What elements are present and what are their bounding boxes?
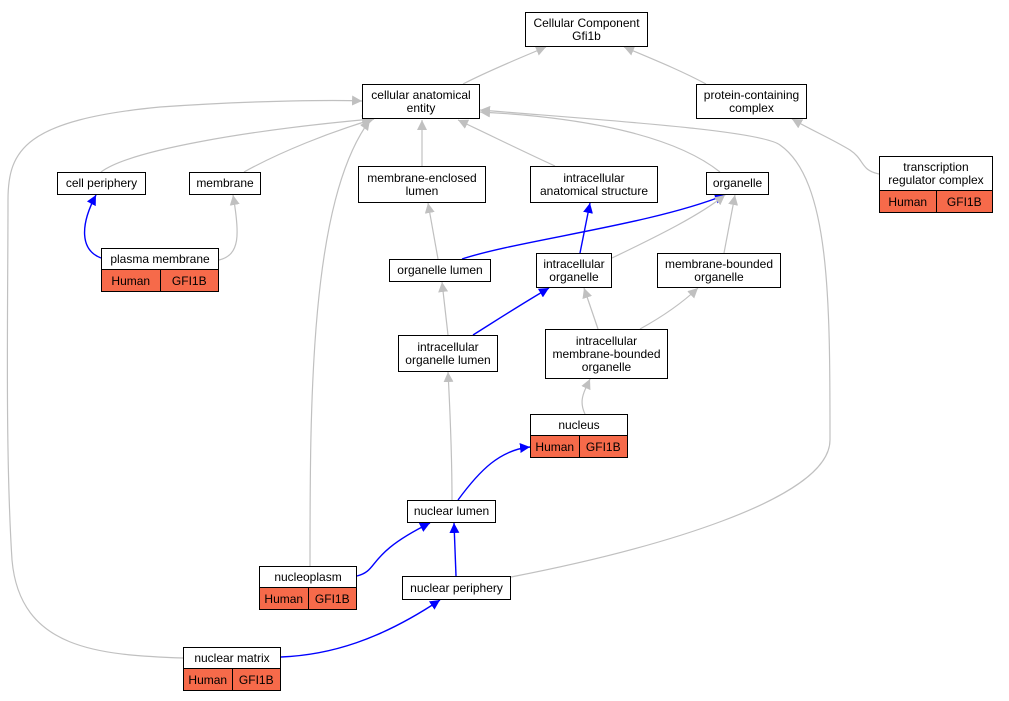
species-tag[interactable]: Human — [535, 439, 575, 454]
node-label[interactable]: transcription regulator complex — [879, 156, 993, 191]
node-nuclear-lumen[interactable]: nuclear lumen — [407, 500, 496, 523]
node-nuclear-periphery[interactable]: nuclear periphery — [402, 576, 511, 600]
node-label[interactable]: nuclear matrix — [183, 647, 281, 669]
node-cellular-anatomical-entity[interactable]: cellular anatomical entity — [362, 84, 480, 119]
node-nuclear-matrix[interactable]: nuclear matrix Human GFI1B — [183, 647, 281, 691]
node-organelle-lumen[interactable]: organelle lumen — [389, 259, 491, 282]
edge-imbo-to-mbo — [639, 287, 699, 330]
node-label[interactable]: nucleoplasm — [259, 566, 357, 588]
species-tag[interactable]: Human — [111, 273, 151, 288]
edge-membrane-to-cae — [243, 117, 375, 173]
edge-io-to-ias — [579, 202, 593, 254]
edge-pcc-to-root — [623, 46, 707, 85]
node-intracellular-anatomical-structure[interactable]: intracellular anatomical structure — [530, 166, 658, 203]
node-label[interactable]: nucleus — [530, 414, 628, 436]
gene-tag[interactable]: GFI1B — [231, 669, 281, 690]
edge-np-to-nl — [449, 522, 460, 577]
edge-pm-to-membrane — [218, 194, 240, 261]
edge-pm-to-cellper — [83, 194, 102, 259]
edge-cae-to-root — [462, 46, 547, 85]
edge-nucleoplasm-to-nl — [356, 522, 431, 577]
edge-ol-to-organelle — [461, 194, 726, 260]
node-organelle[interactable]: organelle — [706, 172, 769, 195]
edge-iol-to-ol — [438, 281, 449, 336]
node-label[interactable]: plasma membrane — [101, 248, 219, 270]
node-membrane-bounded-organelle[interactable]: membrane-bounded organelle — [657, 253, 781, 288]
edge-np-to-cae — [479, 105, 831, 578]
edge-io-to-organelle — [611, 194, 726, 259]
node-cell-periphery[interactable]: cell periphery — [57, 172, 146, 195]
gene-tag[interactable]: GFI1B — [307, 588, 357, 609]
edge-nl-to-nucleus — [457, 443, 531, 501]
species-tag[interactable]: Human — [188, 672, 228, 687]
node-protein-containing-complex[interactable]: protein-containing complex — [696, 84, 807, 119]
edge-nm-to-np — [280, 599, 441, 658]
edge-mbo-to-organelle — [723, 194, 739, 254]
edge-nm-to-cae — [6, 95, 363, 659]
species-tag[interactable]: Human — [888, 194, 928, 209]
node-transcription-regulator-complex[interactable]: transcription regulator complex Human GF… — [879, 156, 993, 213]
gene-tag[interactable]: GFI1B — [578, 436, 628, 457]
node-plasma-membrane[interactable]: plasma membrane Human GFI1B — [101, 248, 219, 292]
edge-ol-to-mel — [424, 202, 439, 260]
node-membrane-enclosed-lumen[interactable]: membrane-enclosed lumen — [358, 166, 486, 203]
edge-imbo-to-io — [582, 287, 599, 330]
node-intracellular-membrane-bounded-organelle[interactable]: intracellular membrane-bounded organelle — [545, 329, 668, 379]
edge-ias-to-cae — [457, 119, 556, 167]
edge-cellper-to-cae — [100, 114, 373, 173]
edge-iol-to-io — [472, 287, 550, 336]
edge-trc-to-pcc — [791, 118, 880, 175]
node-membrane[interactable]: membrane — [189, 172, 261, 195]
edge-nucleus-to-imbo — [581, 378, 591, 415]
edge-organelle-to-cae — [479, 107, 721, 173]
edge-nucleoplasm-to-cae — [309, 119, 371, 567]
node-intracellular-organelle-lumen[interactable]: intracellular organelle lumen — [398, 335, 498, 372]
gene-tag[interactable]: GFI1B — [935, 191, 993, 212]
node-intracellular-organelle[interactable]: intracellular organelle — [536, 253, 612, 288]
node-cellular-component-root[interactable]: Cellular Component Gfi1b — [525, 12, 648, 47]
gene-tag[interactable]: GFI1B — [159, 270, 219, 291]
node-nucleus[interactable]: nucleus Human GFI1B — [530, 414, 628, 458]
node-nucleoplasm[interactable]: nucleoplasm Human GFI1B — [259, 566, 357, 610]
species-tag[interactable]: Human — [264, 591, 304, 606]
edge-nl-to-iol — [443, 371, 454, 501]
